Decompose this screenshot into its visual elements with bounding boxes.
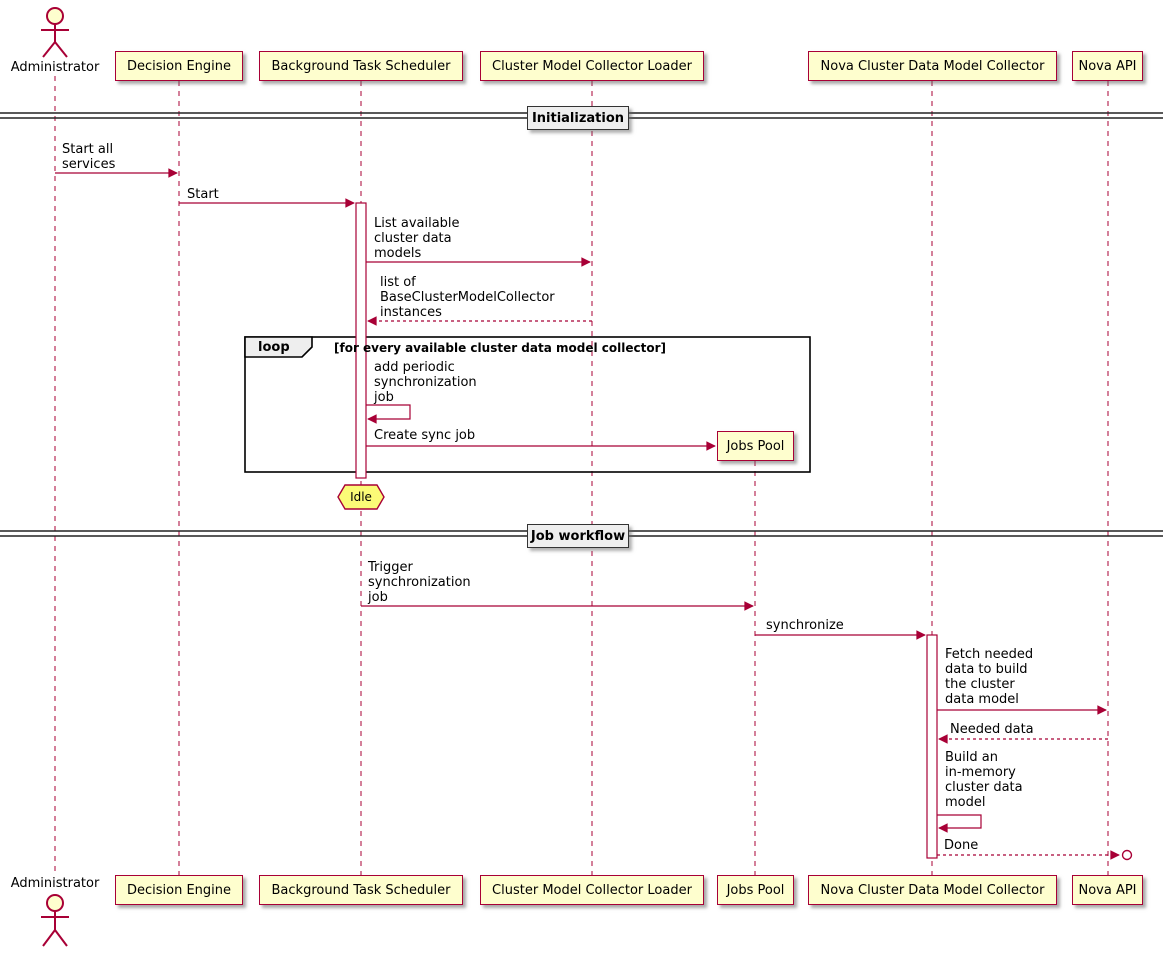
participant-jobs-pool-bottom: Jobs Pool [717, 875, 794, 905]
actor-icon-bottom [41, 894, 69, 947]
idle-badge-label: Idle [350, 490, 372, 504]
loop-frame [244, 336, 811, 473]
activation-bars [355, 202, 938, 859]
participant-cluster-model-collector-loader-top: Cluster Model Collector Loader [480, 51, 704, 81]
participant-cluster-model-collector-loader-bottom: Cluster Model Collector Loader [480, 875, 704, 905]
idle-badge-shape [337, 484, 385, 510]
message-9-label: Fetch needed data to build the cluster d… [945, 647, 1034, 707]
message-6-label: Create sync job [374, 428, 476, 443]
message-4-label: list of BaseClusterModelCollector instan… [380, 275, 555, 320]
participant-background-task-scheduler-top: Background Task Scheduler [259, 51, 463, 81]
message-11-self-arrow [937, 814, 982, 833]
message-2-label: Start [187, 187, 219, 202]
message-10-label: Needed data [950, 722, 1034, 737]
lost-message-circle [1121, 849, 1133, 861]
activation-background-task-scheduler [355, 202, 367, 479]
participant-nova-api-bottom: Nova API [1072, 875, 1143, 905]
participant-nova-cluster-data-model-collector-bottom: Nova Cluster Data Model Collector [808, 875, 1057, 905]
actor-icon-top [41, 7, 69, 58]
loop-pentagon [244, 336, 313, 358]
loop-keyword: loop [258, 340, 290, 355]
message-11-label: Build an in-memory cluster data model [945, 750, 1023, 810]
actor-label-administrator-top: Administrator [10, 60, 100, 75]
participant-background-task-scheduler-bottom: Background Task Scheduler [259, 875, 463, 905]
message-3-label: List available cluster data models [374, 216, 460, 261]
message-8-label: synchronize [766, 618, 844, 633]
participant-nova-api-top: Nova API [1072, 51, 1143, 81]
actor-label-administrator-bottom: Administrator [10, 876, 100, 891]
message-5-self-arrow [366, 404, 411, 424]
divider-job-workflow: Job workflow [527, 524, 629, 548]
message-arrows [55, 168, 1133, 861]
participant-decision-engine-top: Decision Engine [115, 51, 243, 81]
message-5-label: add periodic synchronization job [374, 360, 477, 405]
loop-condition: [for every available cluster data model … [334, 341, 666, 355]
participant-nova-cluster-data-model-collector-top: Nova Cluster Data Model Collector [808, 51, 1057, 81]
message-7-label: Trigger synchronization job [368, 560, 471, 605]
message-12-label: Done [944, 838, 979, 853]
participant-decision-engine-bottom: Decision Engine [115, 875, 243, 905]
message-1-label: Start all services [62, 142, 116, 172]
activation-nova-cluster-data-model-collector [926, 634, 938, 859]
divider-initialization: Initialization [527, 106, 629, 130]
participant-jobs-pool-created: Jobs Pool [717, 431, 794, 461]
